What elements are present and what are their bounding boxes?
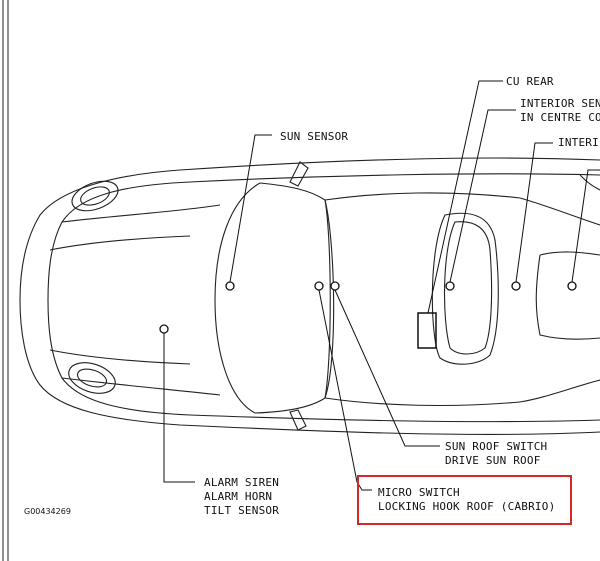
label-alarm-horn: ALARM HORN <box>204 490 272 503</box>
label-interior-sensor-line2: IN CENTRE CO <box>520 111 600 124</box>
component-dot-interior-right <box>567 281 577 291</box>
figure-id: G00434269 <box>24 507 71 516</box>
label-tilt-sensor: TILT SENSOR <box>204 504 279 517</box>
component-dot-sun-sensor <box>225 281 235 291</box>
component-dot-micro-switch <box>314 281 324 291</box>
component-dot-interior-sensor <box>511 281 521 291</box>
component-dot-alarm <box>159 324 169 334</box>
highlight-box <box>357 475 572 525</box>
label-micro-switch-line2: LOCKING HOOK ROOF (CABRIO) <box>378 500 555 513</box>
micro-switch-marker <box>417 312 437 349</box>
label-interior-right: INTERI <box>558 136 599 149</box>
label-sun-roof-switch-line2: DRIVE SUN ROOF <box>445 454 541 467</box>
label-micro-switch-line1: MICRO SWITCH <box>378 486 460 499</box>
label-interior-sensor-line1: INTERIOR SEN <box>520 97 600 110</box>
label-cu-rear: CU REAR <box>506 75 554 88</box>
component-dot-sun-roof-switch <box>330 281 340 291</box>
component-dot-cu-rear <box>445 281 455 291</box>
car-body-outline <box>19 157 600 436</box>
label-sun-sensor: SUN SENSOR <box>280 130 348 143</box>
leader-lines <box>163 80 600 491</box>
label-alarm-siren: ALARM SIREN <box>204 476 279 489</box>
label-sun-roof-switch-line1: SUN ROOF SWITCH <box>445 440 547 453</box>
